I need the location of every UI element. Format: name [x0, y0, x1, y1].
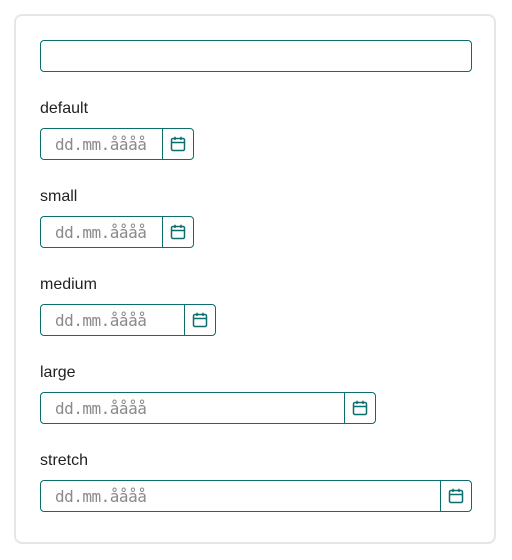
calendar-icon: [170, 136, 186, 152]
datepicker-medium[interactable]: dd.mm.åååå: [40, 304, 216, 336]
calendar-icon: [192, 312, 208, 328]
date-input-default[interactable]: dd.mm.åååå: [55, 134, 147, 154]
label-stretch: stretch: [40, 452, 89, 469]
datepicker-large[interactable]: dd.mm.åååå: [40, 392, 376, 424]
label-medium: medium: [40, 276, 97, 293]
date-input-small[interactable]: dd.mm.åååå: [55, 222, 147, 242]
calendar-icon: [448, 488, 464, 504]
datepicker-stretch[interactable]: dd.mm.åååå: [40, 480, 472, 512]
top-text-input[interactable]: [40, 40, 472, 72]
date-input-medium[interactable]: dd.mm.åååå: [55, 310, 147, 330]
label-small: small: [40, 188, 78, 205]
calendar-icon: [170, 224, 186, 240]
container-card: [14, 14, 496, 544]
calendar-button-medium[interactable]: [184, 305, 215, 335]
label-default: default: [40, 100, 89, 117]
calendar-icon: [352, 400, 368, 416]
calendar-button-small[interactable]: [162, 217, 193, 247]
datepicker-small[interactable]: dd.mm.åååå: [40, 216, 194, 248]
label-large: large: [40, 364, 76, 381]
date-input-stretch[interactable]: dd.mm.åååå: [55, 486, 147, 506]
calendar-button-default[interactable]: [162, 129, 193, 159]
date-input-large[interactable]: dd.mm.åååå: [55, 398, 147, 418]
calendar-button-large[interactable]: [344, 393, 375, 423]
datepicker-default[interactable]: dd.mm.åååå: [40, 128, 194, 160]
calendar-button-stretch[interactable]: [440, 481, 471, 511]
